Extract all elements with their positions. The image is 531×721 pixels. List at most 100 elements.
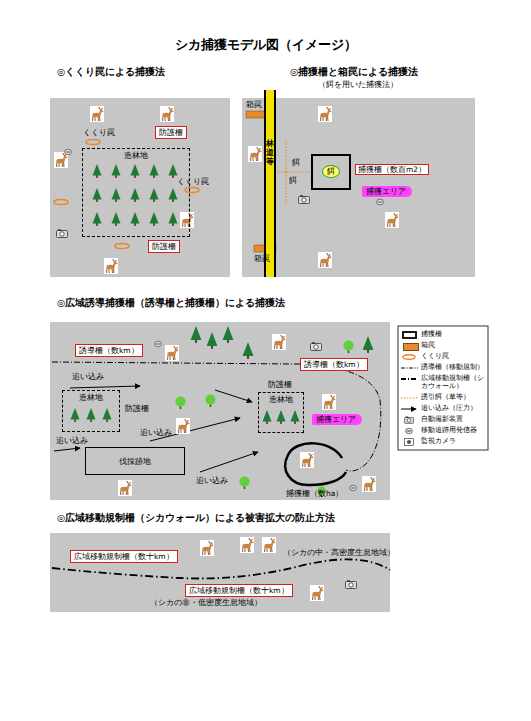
node-text: 広域移動規制柵（数十km） <box>74 552 174 561</box>
deer-icon <box>240 537 254 553</box>
wall-fence-label: 広域移動規制柵（数十km） <box>70 550 178 563</box>
tree-icon <box>87 408 96 422</box>
deer-icon <box>176 418 190 434</box>
panel-ground <box>50 533 390 612</box>
tree-icon <box>207 332 218 349</box>
legend-sample <box>403 355 415 360</box>
node-text: 伐採跡地 <box>119 457 151 466</box>
diagram-title: シカ捕獲モデル図（イメージ） <box>0 36 531 54</box>
camera-icon <box>311 342 322 350</box>
tree-icon <box>112 164 121 178</box>
drive-arrow <box>70 386 140 388</box>
tree-icon <box>169 188 178 202</box>
node-text: 造林地 <box>124 151 148 160</box>
legend-text: 誘導柵（移動規制） <box>421 363 485 371</box>
deer-icon <box>180 212 194 228</box>
section-heading: ◎くくり罠による捕獲法 <box>57 66 165 77</box>
annotation-label: 餌 <box>289 176 297 185</box>
transmitter-icon <box>155 341 162 347</box>
snare-trap <box>115 244 129 249</box>
node-text: 造林地 <box>269 395 293 404</box>
camera-icon <box>57 229 68 237</box>
legend-swatch <box>403 343 419 351</box>
legend-sample <box>401 378 418 380</box>
legend-text: くくり罠 <box>421 352 485 360</box>
tree-icon <box>103 408 112 422</box>
annotation-label: 防護柵 <box>125 404 149 413</box>
annotation-label: 追い込み <box>72 372 104 381</box>
legend-sample <box>404 439 413 446</box>
tree-icon <box>169 212 178 226</box>
node-text: 広域移動規制柵（数十km） <box>189 586 289 595</box>
deer-icon <box>200 540 214 556</box>
legend-text: 箱罠 <box>421 341 485 349</box>
node-text: 防護柵 <box>152 242 176 251</box>
capture-area: 捕獲エリア <box>362 186 412 197</box>
forest-road: 林道等 <box>264 90 276 277</box>
drive-arrow <box>54 448 80 451</box>
forest-area: 造林地 <box>82 148 190 237</box>
node-text: 造林地 <box>79 393 103 402</box>
deer-icon <box>262 537 276 553</box>
guide-fence-label: 誘導柵（数km） <box>75 344 143 357</box>
bait-line <box>278 140 310 205</box>
bait-line <box>278 140 310 205</box>
legend-text: 移動追跡用発信器 <box>421 426 485 434</box>
clearcut-area: 伐採跡地 <box>85 447 185 475</box>
node-text: 誘導柵（数km） <box>79 346 139 355</box>
deer-icon <box>118 480 132 496</box>
capture-area: 捕獲エリア <box>312 414 362 425</box>
deer-icon <box>300 452 314 468</box>
tree-icon <box>277 410 286 424</box>
camera-icon <box>57 195 357 588</box>
panel-ground <box>50 98 475 612</box>
deer-icon <box>318 252 332 268</box>
annotation-label: 箱罠 <box>254 254 270 263</box>
annotation-label: （餌を用いた捕獲法） <box>318 80 398 90</box>
panel-ground <box>50 322 390 500</box>
fence-label-box: 防護柵 <box>155 126 187 139</box>
deer-icon <box>362 476 376 492</box>
deer-icon <box>385 212 399 228</box>
legend-text: 監視カメラ <box>421 437 485 445</box>
snare-trap <box>185 188 199 193</box>
deer-icon <box>322 394 336 410</box>
drive-arrow <box>200 452 258 472</box>
deer-icon <box>165 345 179 361</box>
annotation-label: くくり罠 <box>83 128 115 137</box>
camera-icon <box>299 195 310 203</box>
tree-icon <box>343 340 353 353</box>
legend-sample <box>401 409 416 410</box>
deer-icon <box>90 106 104 122</box>
node-text: 防護柵 <box>159 128 183 137</box>
tree-icon <box>150 164 159 178</box>
wall-fence-label: 広域移動規制柵（数十km） <box>185 584 293 597</box>
annotation-label: （シカの中・高密度生息地域） <box>283 548 395 557</box>
tree-icon <box>131 188 140 202</box>
legend-sample <box>401 397 418 398</box>
tree-icon <box>93 164 102 178</box>
capture-fence <box>285 443 346 485</box>
section-heading: ◎広域誘導捕獲柵（誘導柵と捕獲柵）による捕獲法 <box>57 297 285 308</box>
tree-icon <box>93 164 178 226</box>
tree-icon <box>239 476 249 489</box>
forest-area: 造林地 <box>62 390 120 432</box>
capture-fence-box: 捕獲柵（数百m2）餌 <box>311 154 351 190</box>
transmitter-icon <box>65 149 384 491</box>
node-text: 捕獲エリア <box>316 415 356 424</box>
tree-icon <box>93 212 102 226</box>
node-text: 捕獲柵（数百m2） <box>355 164 429 175</box>
annotation-label: 追い込み <box>196 476 228 485</box>
annotation-label: 箱罠 <box>246 100 262 109</box>
legend-text: 広域移動規制柵（シカウォール） <box>421 374 485 391</box>
node-text: 誘導柵（数km） <box>304 360 364 369</box>
tree-icon <box>175 396 185 409</box>
panel-ground <box>50 98 230 277</box>
transmitter-icon <box>350 485 357 491</box>
legend-text: 捕獲柵 <box>421 330 485 338</box>
legend-text: 誘引餌（草等） <box>421 393 485 401</box>
transmitter-icon <box>65 149 72 155</box>
deer-icon <box>318 106 332 122</box>
annotation-label: 追い込み <box>140 428 172 437</box>
tree-icon <box>363 336 374 353</box>
